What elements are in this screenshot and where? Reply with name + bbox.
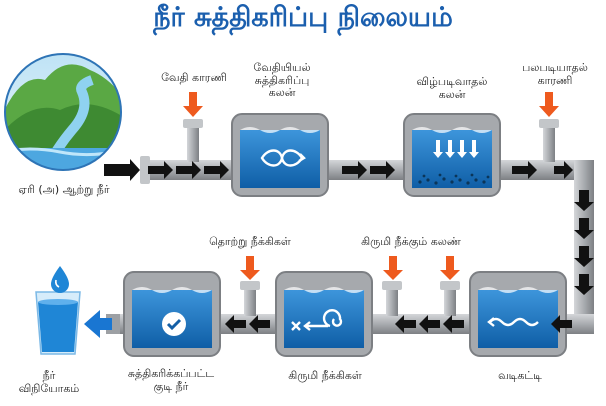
page-title: நீர் சுத்திகரிப்பு நிலையம் [153, 2, 453, 33]
input-arrow [383, 256, 403, 280]
distribution-arrow [84, 310, 112, 338]
germ-killers-label: கிருமி நீக்கிகள் [288, 369, 362, 382]
chemical-treatment-tank [231, 113, 329, 197]
right-pipe [574, 160, 594, 330]
input-arrow [440, 256, 460, 280]
check-circle-icon [162, 312, 186, 336]
wave-arrow-icon [487, 317, 539, 327]
flow-arrow [574, 190, 594, 211]
flow-arrow [443, 315, 464, 333]
lake-river-illustration [4, 53, 122, 171]
flow-arrow [554, 161, 573, 179]
flow-arrow [204, 161, 229, 179]
flow-arrow [574, 274, 594, 295]
down-arrows-icon [433, 140, 479, 158]
flow-arrow [342, 161, 367, 179]
chemical-inlet-pipe [183, 119, 203, 162]
filter-label: வடிகட்டி [498, 369, 542, 382]
flow-arrow [370, 161, 395, 179]
settling-tank-label: விழ்படிவாதல் கலன் [416, 75, 488, 101]
flow-arrow [176, 161, 201, 179]
flow-arrow [249, 315, 270, 333]
spiral-arrow-icon [291, 309, 343, 331]
flow-arrow [574, 246, 594, 267]
source-label: ஏரி (அ) ஆற்று நீர் [18, 183, 110, 196]
flow-arrow [104, 159, 140, 181]
flow-arrow [574, 218, 594, 239]
chemical-agent-label: வேதி காரணி [161, 71, 227, 84]
multi-stage-agent-label: பலபடியாதல் காரணி [522, 61, 588, 87]
sedimentation-tank [403, 113, 501, 197]
flow-arrows [104, 159, 594, 333]
input-arrow [240, 256, 260, 280]
input-arrow [539, 92, 559, 117]
mixing-loop-icon [260, 149, 306, 167]
disinfection-inlet-pipe [440, 281, 460, 316]
flow-arrow [512, 161, 537, 179]
flow-arrow [225, 315, 246, 333]
germ-killer-inlet-pipe [382, 281, 402, 316]
disinfection-tank-label: கிருமி நீக்கும் கலண் [361, 235, 461, 248]
water-glass-icon [35, 266, 81, 355]
disinfectant-inlet-pipe [240, 281, 260, 316]
flow-arrow [148, 161, 173, 179]
distribution-label: நீர் விநியோகம் [18, 369, 80, 395]
disinfectants-label: தொற்று நீக்கிகள் [209, 235, 291, 248]
flow-arrow [395, 315, 416, 333]
input-arrow [183, 92, 203, 117]
flow-arrow [551, 315, 572, 333]
chemical-input-arrows [183, 92, 559, 280]
purified-water-label: சுத்திகரிக்கப்பட்ட குடி நீர் [127, 367, 215, 393]
filter-tank [469, 271, 567, 357]
pipe-flange [140, 156, 150, 184]
chemical-tank-label: வேதியியல் சுத்திகரிப்பு கலன் [253, 61, 311, 100]
flow-arrow [419, 315, 440, 333]
purified-water-tank [123, 271, 221, 357]
germ-killer-tank [275, 271, 373, 357]
multi-stage-inlet-pipe [539, 119, 559, 162]
